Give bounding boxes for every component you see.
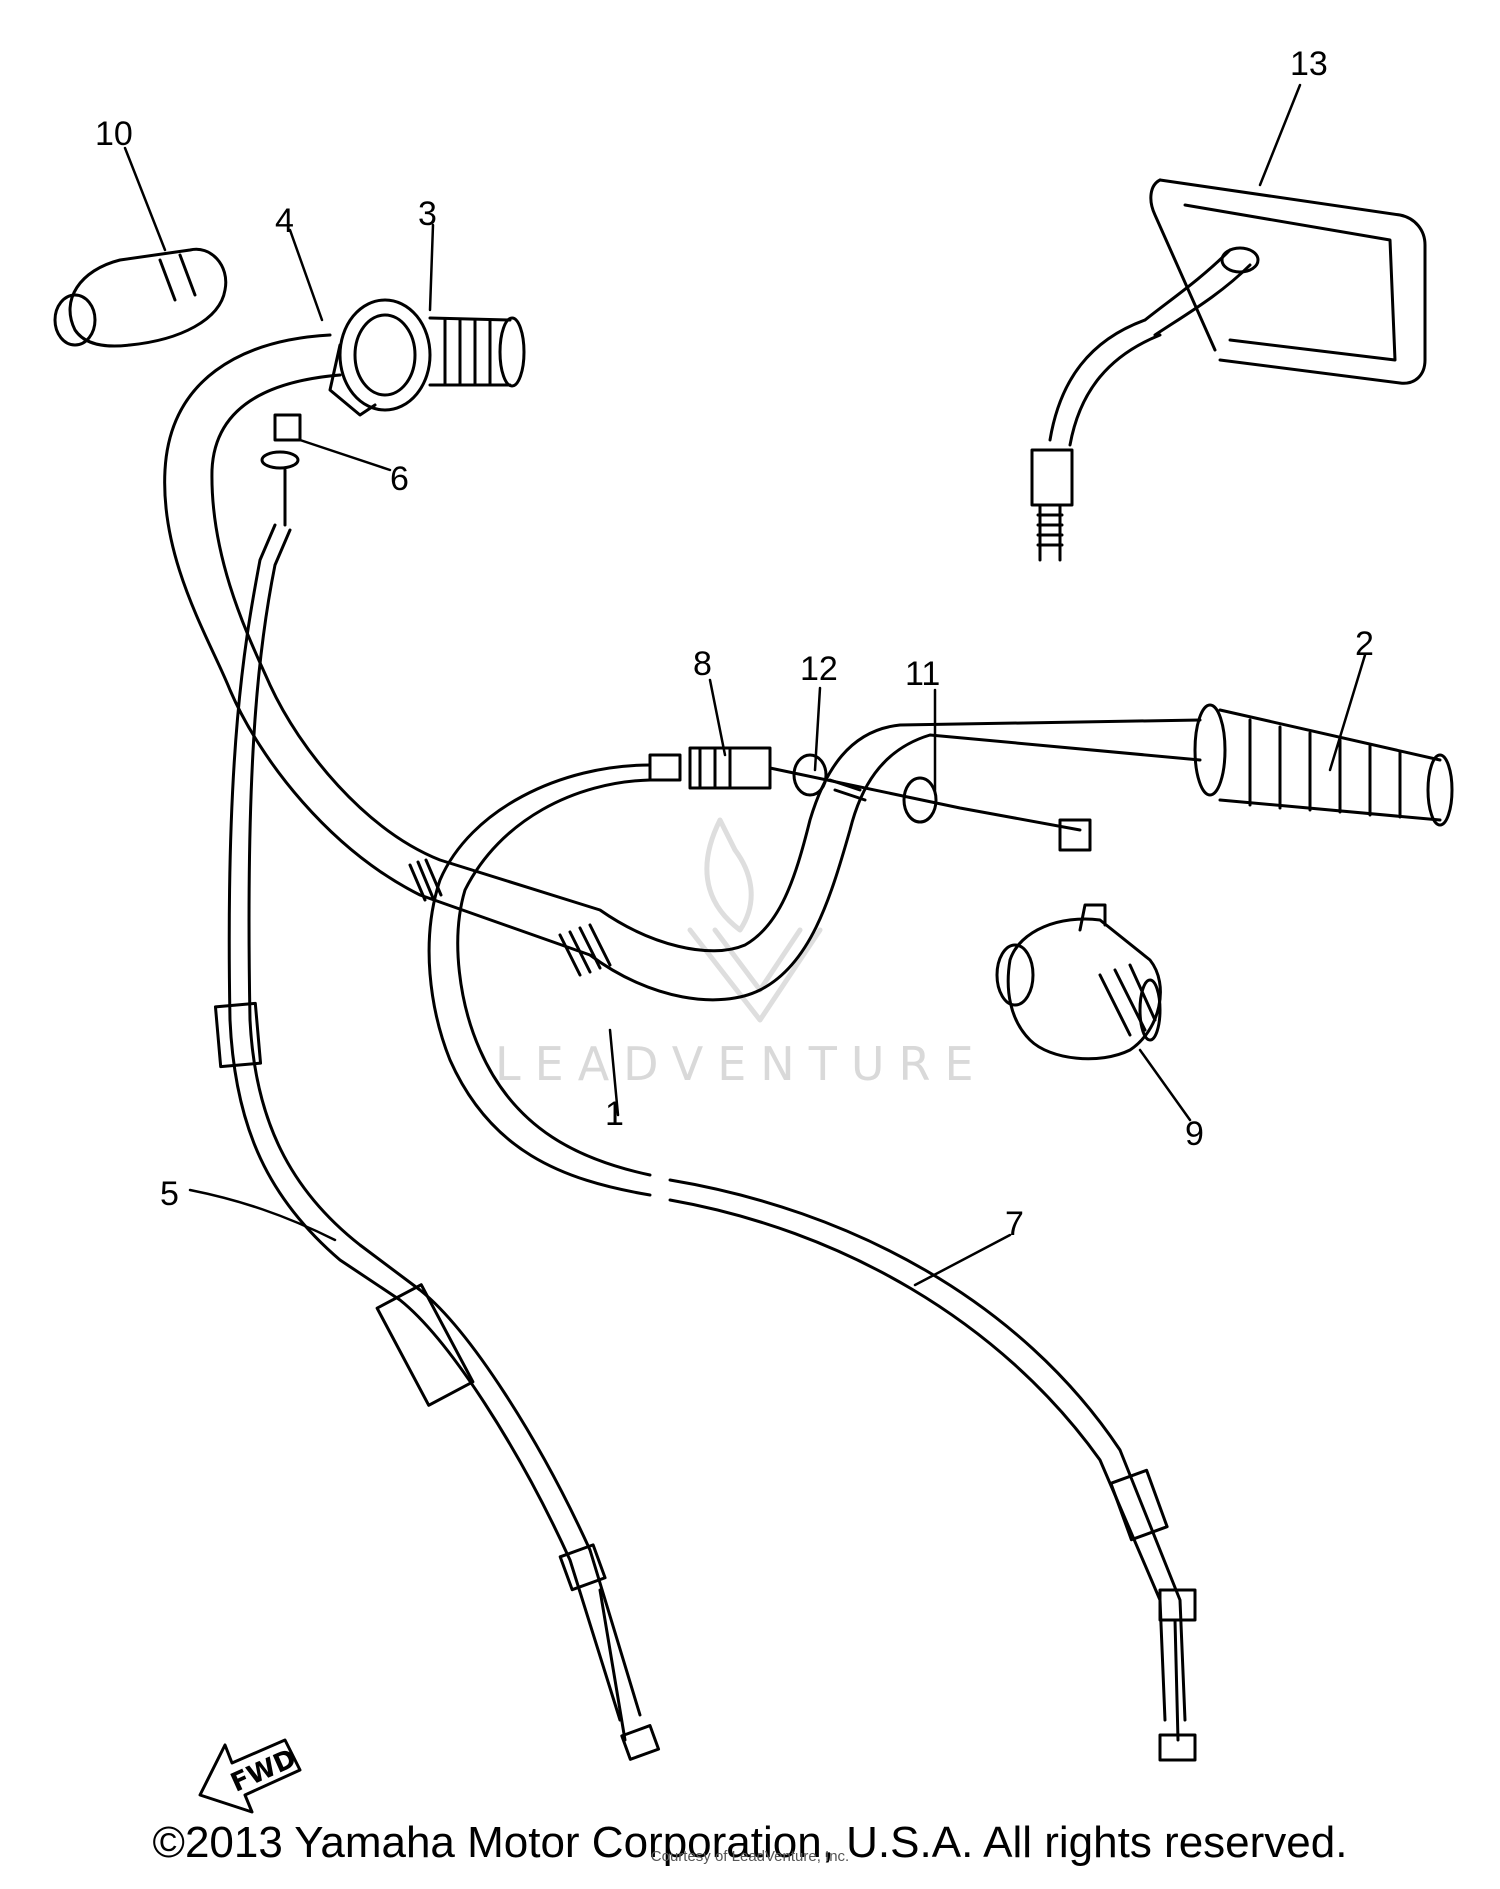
callout-6: 6: [390, 460, 409, 498]
handlebar: [163, 333, 1202, 1002]
callout-7: 7: [1005, 1205, 1024, 1243]
throttle-cable: [427, 763, 1197, 1762]
watermark-text: LEADVENTURE: [495, 1037, 988, 1091]
throttle-housing: [328, 298, 432, 417]
mirror: [1030, 178, 1427, 562]
leader-lines: [123, 83, 1367, 1287]
right-grip: [1193, 703, 1454, 827]
callout-8: 8: [693, 645, 712, 683]
callout-2: 2: [1355, 625, 1374, 663]
callout-11: 11: [905, 655, 940, 693]
callout-1: 1: [605, 1095, 624, 1133]
callout-10: 10: [95, 115, 133, 153]
copyright-notice: ©2013 Yamaha Motor Corporation, U.S.A. A…: [152, 1818, 1348, 1867]
callout-13: 13: [1290, 45, 1328, 83]
watermark-caption: Courtesy of LeadVenture, Inc.: [650, 1848, 850, 1865]
clutch-cable: [213, 523, 661, 1761]
fwd-label: FWD: [226, 1744, 300, 1799]
left-switch: [53, 247, 228, 348]
callout-4: 4: [275, 202, 294, 240]
callout-5: 5: [160, 1175, 179, 1213]
right-switch: [995, 903, 1162, 1061]
adjuster-nut: [260, 413, 302, 527]
callout-3: 3: [418, 195, 437, 233]
cable-adjuster: [648, 746, 1092, 852]
callout-12: 12: [800, 650, 838, 688]
callout-9: 9: [1185, 1115, 1204, 1153]
fwd-arrow-icon: [198, 1738, 302, 1814]
left-grip: [428, 316, 526, 388]
